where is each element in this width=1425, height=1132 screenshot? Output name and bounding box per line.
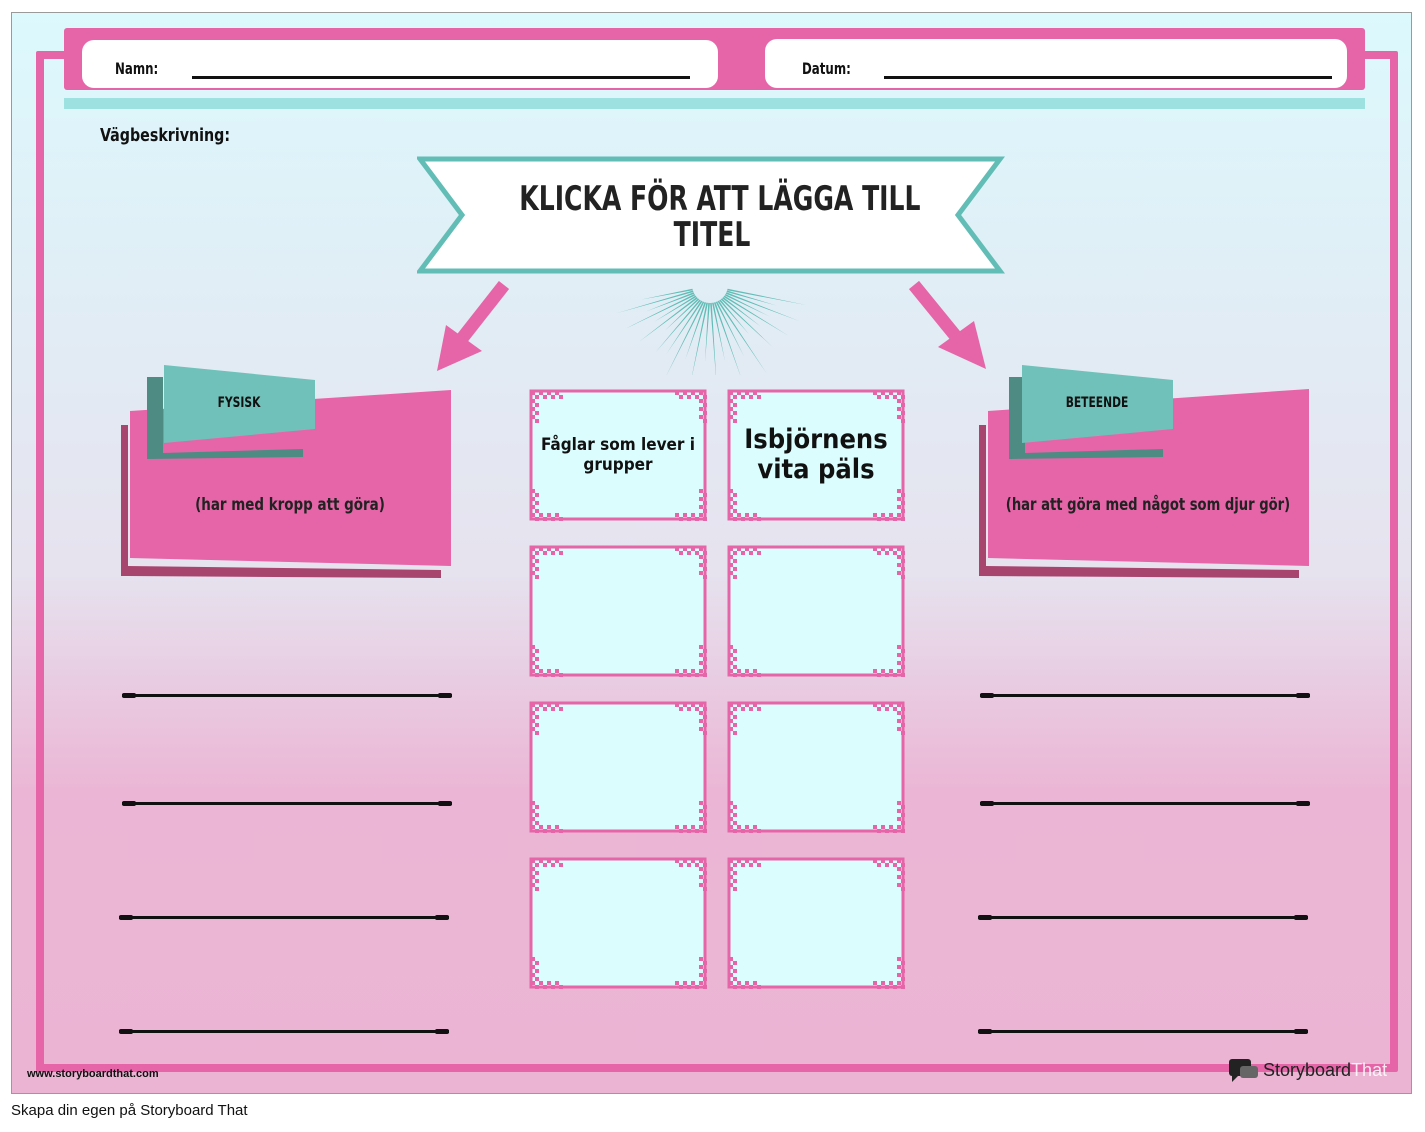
- sunburst-ray: [638, 297, 698, 342]
- writing-line-right[interactable]: [980, 693, 1310, 698]
- sunburst-ray: [666, 300, 703, 354]
- sunburst-ray: [722, 297, 761, 327]
- date-field[interactable]: Datum:: [765, 39, 1347, 88]
- instructions-label: Vägbeskrivning:: [100, 125, 231, 146]
- sunburst-ray: [719, 299, 750, 335]
- card-frame: [529, 545, 707, 677]
- card-text: Fåglar som lever i grupper: [540, 435, 696, 475]
- card-text: [735, 553, 897, 669]
- writing-line-right[interactable]: [978, 915, 1308, 920]
- card[interactable]: [727, 545, 905, 677]
- card[interactable]: Fåglar som lever i grupper: [529, 389, 707, 521]
- behavior-description: (har att göra med något som djur gör): [1005, 495, 1291, 515]
- behavior-panel[interactable]: [976, 363, 1316, 578]
- sunburst-ray: [616, 290, 694, 314]
- sunburst-ray: [666, 301, 705, 375]
- card-frame: [727, 389, 905, 521]
- sunburst-ray: [646, 292, 695, 312]
- website-text: www.storyboardthat.com: [27, 1068, 159, 1080]
- sunburst-ray: [625, 293, 696, 329]
- card-frame: [727, 857, 905, 989]
- worksheet: Namn: Datum: Vägbeskrivning: KLICKA FÖR …: [11, 12, 1412, 1094]
- card-frame: [529, 389, 707, 521]
- card-frame: [529, 857, 707, 989]
- writing-line-right[interactable]: [978, 1029, 1308, 1034]
- card[interactable]: [529, 701, 707, 833]
- sunburst-ray: [640, 288, 693, 300]
- storyboard-logo[interactable]: Storyboard That: [1228, 1058, 1387, 1082]
- title-banner-text[interactable]: KLICKA FÖR ATT LÄGGA TILL TITEL: [477, 181, 947, 253]
- left-arrow: [437, 281, 510, 371]
- card-text: [537, 865, 699, 981]
- card[interactable]: Isbjörnens vita päls: [727, 389, 905, 521]
- card[interactable]: [529, 857, 707, 989]
- sunburst-ray: [710, 302, 716, 375]
- sunburst-ray: [727, 288, 807, 306]
- writing-line-left[interactable]: [119, 915, 449, 920]
- card[interactable]: [529, 545, 707, 677]
- create-your-own-link[interactable]: Skapa din egen på Storyboard That: [11, 1102, 248, 1119]
- date-label: Datum:: [802, 59, 851, 78]
- writing-line-left[interactable]: [119, 1029, 449, 1034]
- sunburst-ray: [715, 301, 745, 357]
- sunburst-ray: [655, 299, 701, 353]
- sunburst-ray: [654, 295, 697, 322]
- writing-line-left[interactable]: [122, 693, 452, 698]
- card-text: Isbjörnens vita päls: [744, 424, 888, 485]
- sunburst-ray: [725, 292, 800, 322]
- card-text: [735, 865, 897, 981]
- card[interactable]: [727, 857, 905, 989]
- writing-line-right[interactable]: [980, 801, 1310, 806]
- card[interactable]: [727, 701, 905, 833]
- behavior-tab-label: BETEENDE: [1065, 395, 1129, 411]
- card-frame: [529, 701, 707, 833]
- physical-tab-label: FYSISK: [217, 395, 261, 411]
- sunburst-ray: [685, 302, 707, 360]
- card-frame: [727, 545, 905, 677]
- physical-panel[interactable]: [118, 363, 458, 578]
- sunburst-ray: [712, 302, 725, 362]
- title-line-2: TITEL: [673, 215, 751, 255]
- sunburst-ray: [720, 298, 774, 348]
- date-line: [884, 76, 1332, 79]
- logo-text-faded: That: [1351, 1059, 1388, 1080]
- card-text: [537, 553, 699, 669]
- name-field[interactable]: Namn:: [82, 40, 718, 88]
- title-line-1: KLICKA FÖR ATT LÄGGA TILL: [519, 179, 921, 219]
- writing-line-left[interactable]: [122, 801, 452, 806]
- sunburst-ray: [726, 290, 777, 306]
- logo-text: Storyboard: [1263, 1059, 1352, 1080]
- sunburst-ray: [664, 298, 700, 331]
- sunburst-ray: [717, 300, 767, 374]
- speech-bubble-icon: [1229, 1059, 1258, 1082]
- sunburst-ray: [692, 302, 708, 375]
- sunburst-ray: [713, 302, 741, 375]
- sunburst-decoration: [616, 288, 807, 375]
- physical-description: (har med kropp att göra): [195, 495, 385, 515]
- sunburst-ray: [724, 293, 771, 317]
- card-text: [735, 709, 897, 825]
- sunburst-ray: [723, 295, 789, 336]
- name-label: Namn:: [115, 59, 159, 78]
- sunburst-ray: [705, 302, 710, 362]
- card-frame: [727, 701, 905, 833]
- card-text: [537, 709, 699, 825]
- title-banner[interactable]: [417, 156, 1007, 274]
- header-bar-teal-strip: [64, 98, 1365, 109]
- right-arrow: [908, 281, 986, 369]
- name-line: [192, 76, 690, 79]
